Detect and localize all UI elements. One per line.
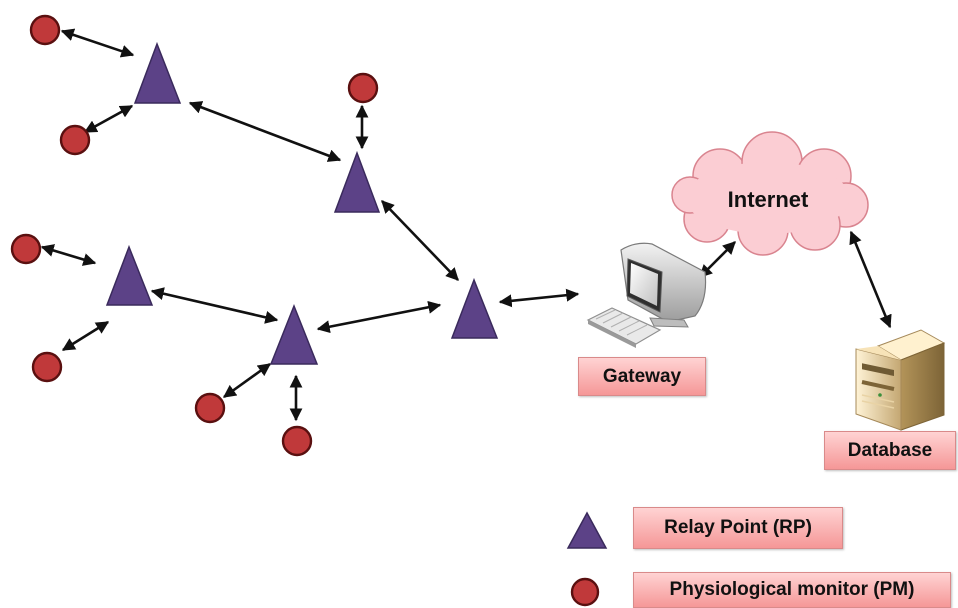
relay-point [269, 303, 319, 365]
relay-point [333, 150, 381, 213]
link-arrow [316, 300, 442, 334]
connection-arrows [40, 28, 892, 422]
link-arrow [381, 200, 459, 281]
physiological-monitor [347, 72, 379, 104]
physiological-monitor [31, 351, 63, 383]
physiological-monitor [29, 14, 61, 46]
relay-points [105, 41, 499, 365]
internet-label: Internet [728, 187, 809, 212]
legend-relay-label: Relay Point (RP) [633, 507, 843, 549]
physiological-monitor [281, 425, 313, 457]
link-arrow [150, 287, 279, 324]
desktop-computer-icon [586, 242, 707, 348]
link-arrow [83, 104, 134, 134]
link-arrow [40, 244, 97, 266]
legend-relay-symbol [566, 511, 608, 549]
legend-monitor-label: Physiological monitor (PM) [633, 572, 951, 608]
gateway-label: Gateway [578, 357, 706, 396]
link-arrow [498, 288, 580, 308]
server-tower-icon [855, 329, 946, 431]
cloud-icon: Internet [671, 131, 869, 256]
relay-point [133, 41, 182, 104]
physiological-monitors [10, 14, 379, 457]
relay-point [105, 244, 154, 306]
link-arrow [222, 362, 272, 399]
legend-monitor-symbol [570, 577, 600, 607]
database-label: Database [824, 431, 956, 470]
physiological-monitor [59, 124, 91, 156]
physiological-monitor [194, 392, 226, 424]
physiological-monitor [10, 233, 42, 265]
link-arrow [60, 28, 135, 58]
link-arrow [61, 320, 110, 352]
link-arrow [849, 230, 892, 329]
link-arrow [699, 241, 736, 278]
link-arrow [188, 101, 342, 162]
relay-point [450, 277, 499, 339]
